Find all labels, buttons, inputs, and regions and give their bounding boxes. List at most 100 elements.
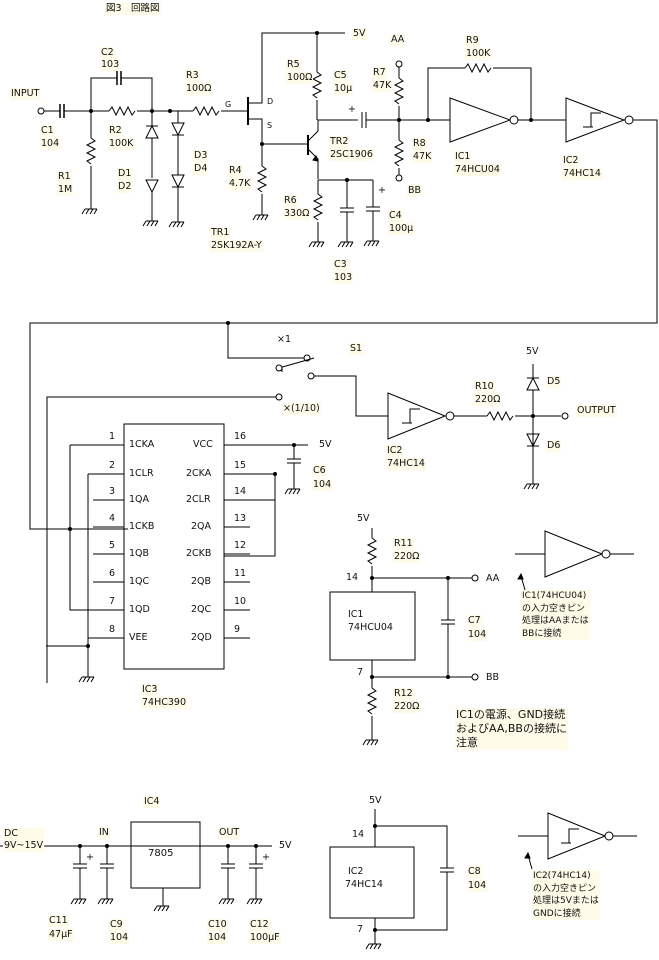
tr1-value: 2SK192A-Y (210, 240, 263, 252)
c11-plus: + (86, 852, 94, 863)
d2-ref: D2 (117, 181, 133, 193)
ic1-pin7: 7 (357, 667, 364, 678)
ic1-value-block: 74HCU04 (348, 622, 393, 633)
ic3-pin-9-name: 2QD (191, 632, 212, 643)
r9-value: 100K (465, 48, 492, 60)
ic2-ref-block: IC2 (348, 866, 364, 877)
c2-ref: C2 (100, 47, 115, 59)
c2-value: 103 (100, 59, 121, 71)
ic1-value-top: 74HCU04 (454, 164, 501, 176)
ic3-pin-6-num: 6 (109, 568, 116, 579)
d6-ref: D6 (546, 440, 562, 452)
r9-ref: R9 (465, 35, 480, 47)
ic3-pin-4-num: 4 (109, 513, 116, 524)
ic2-ref-mid: IC2 (386, 445, 404, 457)
c5-value: 10μ (333, 83, 354, 95)
gate-s-label: S (267, 121, 273, 130)
ic3-pin-11-num: 11 (234, 568, 247, 579)
ic2-pin14: 14 (352, 829, 365, 840)
c7-ref: C7 (467, 615, 482, 627)
d4-ref: D4 (193, 163, 209, 175)
ic3-pin-14-name: 2CLR (186, 494, 211, 505)
figure-title: 図3 回路図 (105, 3, 161, 15)
c10-ref: C10 (207, 919, 228, 931)
c7-value: 104 (467, 629, 488, 641)
ic3-pin-15-name: 2CKA (186, 468, 212, 479)
ic3-pin-12-name: 2CKB (186, 548, 212, 559)
ic2-power-block (329, 809, 637, 950)
ic3-pin-12-num: 12 (234, 540, 247, 551)
tr1-ref: TR1 (210, 227, 231, 239)
ic3-pin-5-name: 1QB (129, 548, 150, 559)
ic3-pin-13-name: 2QA (191, 521, 212, 532)
r7-ref: R7 (372, 67, 387, 79)
r12-value: 220Ω (393, 701, 421, 713)
input-stage (37, 71, 248, 228)
c6-ref: C6 (312, 465, 327, 477)
ic3-pin-5-num: 5 (109, 540, 116, 551)
ic3-value: 74HC390 (141, 697, 187, 709)
node-aa-top: AA (390, 34, 406, 46)
r10-value: 220Ω (474, 394, 502, 406)
ic2-value-block: 74HC14 (345, 879, 383, 890)
node-bb-top: BB (407, 185, 423, 197)
r6-ref: R6 (283, 195, 298, 207)
ic4-value: 7805 (148, 848, 174, 859)
tr1-fet (247, 32, 317, 221)
supply-5v-reg: 5V (279, 840, 292, 851)
note-ic2-unused: IC2(74HC14) の入力空きピン 処理は5Vまたは GNDに接続 (532, 870, 600, 920)
ic4-out: OUT (218, 827, 241, 839)
d5-ref: D5 (546, 376, 562, 388)
c10-value: 104 (207, 932, 228, 944)
ic3-pin-3-name: 1QA (129, 494, 150, 505)
r3-value: 100Ω (185, 83, 213, 95)
ic1-pin14: 14 (346, 572, 359, 583)
ic4-ref: IC4 (143, 796, 161, 808)
r2-ref: R2 (108, 125, 123, 137)
ic3-pin-2-num: 2 (109, 460, 116, 471)
ic3-pin-6-name: 1QC (129, 576, 150, 587)
c12-ref: C12 (249, 919, 270, 931)
c9-value: 104 (109, 932, 130, 944)
r8-value: 47K (412, 151, 433, 163)
ic3-pin-16-num: 16 (234, 431, 247, 442)
ic3-pin-7-name: 1QD (129, 604, 150, 615)
supply-5v-ic1: 5V (357, 513, 370, 524)
switch-output (46, 323, 569, 683)
d1-ref: D1 (117, 168, 133, 180)
c6-value: 104 (312, 479, 333, 491)
s1-x1-label: ×1 (277, 334, 292, 345)
ic3-pin-4-name: 1CKB (129, 521, 155, 532)
ic1-ref-top: IC1 (454, 151, 472, 163)
c8-value: 104 (467, 880, 488, 892)
ic3-pin-1-name: 1CKA (129, 439, 155, 450)
r4-ref: R4 (228, 165, 243, 177)
supply-5v-ic3: 5V (319, 439, 332, 450)
c1-ref: C1 (40, 125, 55, 137)
ic3-pin-8-name: VEE (129, 632, 148, 643)
tr2-stage (284, 32, 398, 248)
c9-ref: C9 (109, 919, 124, 931)
ic3-pin-9-num: 9 (234, 624, 241, 635)
c3-value: 103 (333, 272, 354, 284)
r7-value: 47K (372, 80, 393, 92)
c4-ref: C4 (388, 210, 403, 222)
input-label: INPUT (10, 88, 41, 100)
tr2-value: 2SC1906 (329, 149, 374, 161)
r11-ref: R11 (393, 538, 414, 550)
supply-5v-top: 5V (352, 28, 367, 40)
r2-value: 100K (108, 138, 135, 150)
s1-ref: S1 (349, 343, 364, 355)
node-aa-mid: AA (486, 573, 500, 584)
ic3-pin-1-num: 1 (109, 431, 116, 442)
ic3-pin-13-num: 13 (234, 513, 247, 524)
r11-value: 220Ω (393, 551, 421, 563)
note-ic1-power: IC1の電源、GND接続 およびAA,BBの接続に 注意 (455, 708, 568, 750)
r8-ref: R8 (412, 138, 427, 150)
tr2-ref: TR2 (329, 136, 350, 148)
r6-value: 330Ω (283, 208, 311, 220)
ic3-pin-2-name: 1CLR (129, 468, 154, 479)
r4-value: 4.7K (228, 178, 252, 190)
ic3-pin-8-num: 8 (109, 624, 116, 635)
gate-d-label: D (267, 97, 274, 106)
